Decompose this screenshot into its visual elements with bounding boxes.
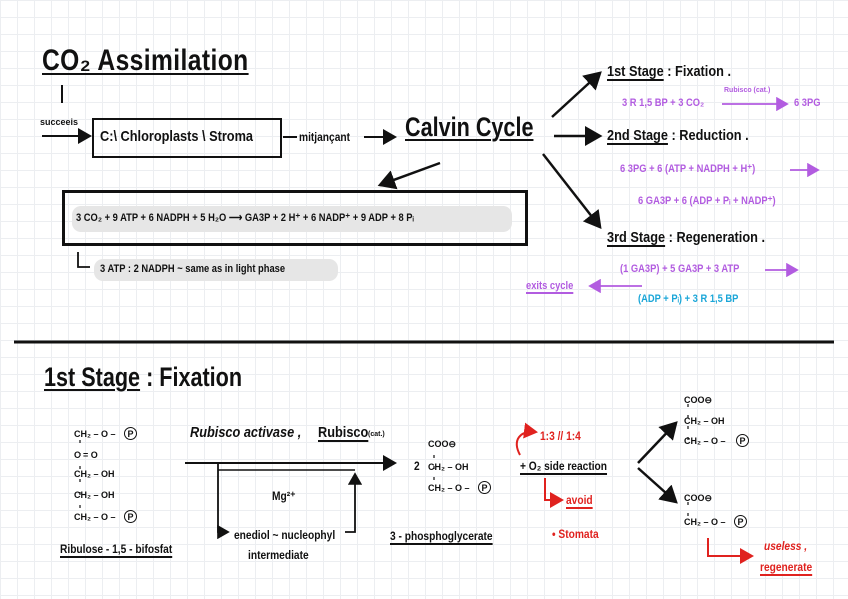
stage3-name: : Regeneration . bbox=[668, 229, 766, 246]
fixation-heading-name: : Fixation bbox=[146, 362, 243, 392]
intermediate-loop bbox=[217, 463, 230, 540]
enzyme-activase: Rubisco activase , bbox=[190, 424, 302, 441]
ratio-curve-arrow bbox=[515, 422, 538, 456]
prod1-line-2: CH₂ – OH bbox=[684, 416, 725, 426]
phosphate-icon: P bbox=[124, 427, 137, 440]
o2-reaction: + O₂ side reaction bbox=[520, 459, 608, 473]
succeeds-label: succeeis bbox=[40, 117, 79, 127]
rubp-line-2: C = O bbox=[74, 450, 98, 460]
mg-ion: Mg²⁺ bbox=[272, 489, 296, 503]
stage2-title: 2nd Stage bbox=[607, 127, 668, 144]
pg-line-2: CH₂ – O – bbox=[428, 483, 470, 493]
stomata-label: • Stomata bbox=[552, 527, 599, 541]
pg-coo: COO⊖ bbox=[428, 439, 457, 449]
rubp-name: Ribulose - 1,5 - bifosfat bbox=[60, 542, 173, 556]
ratio-note: 3 ATP : 2 NADPH ~ same as in light phase bbox=[100, 263, 286, 275]
calvin-to-equation-arrow bbox=[377, 161, 441, 190]
chloroplast-path: C:\ Chloroplasts \ Stroma bbox=[100, 128, 254, 145]
avoid-arrow bbox=[544, 478, 564, 508]
split-down-arrow bbox=[637, 467, 678, 504]
stage2-name: : Reduction . bbox=[671, 127, 749, 144]
calvin-to-s3-arrow bbox=[542, 153, 602, 229]
phosphate-icon: P bbox=[734, 515, 747, 528]
enzyme-catalyst: (cat.) bbox=[368, 431, 385, 438]
overall-equation: 3 CO₂ + 9 ATP + 6 NADPH + 5 H₂O ⟶ GA3P +… bbox=[76, 212, 414, 224]
fixation-heading: 1st Stage : Fixation bbox=[44, 364, 242, 391]
stage2-label: 2nd Stage : Reduction . bbox=[607, 128, 749, 143]
main-title: CO₂ Assimilation bbox=[42, 44, 249, 77]
stage2-eq1: 6 3PG + 6 (ATP + NADPH + H⁺) bbox=[620, 163, 756, 175]
rubp-line-1: CH₂ – O – bbox=[74, 429, 116, 439]
chloroplast-box bbox=[92, 118, 282, 158]
intermediate-line-1: enediol ~ nucleophyl bbox=[234, 528, 336, 542]
ratio-label: 1:3 // 1:4 bbox=[540, 429, 581, 443]
enzyme-rubisco: Rubisco bbox=[318, 424, 369, 441]
equation-box bbox=[62, 190, 528, 246]
stage3-exits: exits cycle bbox=[526, 280, 574, 292]
phosphate-icon: P bbox=[478, 481, 491, 494]
stage1-eq-right: 6 3PG bbox=[794, 97, 821, 109]
split-up-arrow bbox=[637, 421, 678, 464]
prod1-line-1: COO⊖ bbox=[684, 395, 713, 405]
mitjancant-label: mitjançant bbox=[299, 130, 351, 144]
stage1-name: : Fixation . bbox=[667, 63, 731, 80]
pg-line-1: CH₂ – OH bbox=[428, 462, 469, 472]
phosphate-icon: P bbox=[124, 510, 137, 523]
pg-name: 3 - phosphoglycerate bbox=[390, 529, 493, 543]
stage3-label: 3rd Stage : Regeneration . bbox=[607, 230, 765, 245]
calvin-to-s1-arrow bbox=[551, 71, 602, 118]
useless-arrow bbox=[707, 538, 754, 564]
rubp-line-5: CH₂ – O – bbox=[74, 512, 116, 522]
stage3-eq2: (ADP + Pᵢ) + 3 R 1,5 BP bbox=[638, 293, 739, 305]
rubp-line-4: CH₂ – OH bbox=[74, 490, 115, 500]
note-connector bbox=[77, 252, 90, 268]
ratio-highlight bbox=[94, 259, 338, 281]
intermediate-line-2: intermediate bbox=[248, 548, 309, 562]
useless-label: useless , bbox=[764, 539, 808, 553]
avoid-label: avoid bbox=[566, 493, 593, 507]
stage1-label: 1st Stage : Fixation . bbox=[607, 64, 731, 79]
stage2-eq2: 6 GA3P + 6 (ADP + Pᵢ + NADP⁺) bbox=[638, 195, 776, 207]
phosphate-icon: P bbox=[736, 434, 749, 447]
stage1-title: 1st Stage bbox=[607, 63, 664, 80]
prod2-line-2: CH₂ – O – bbox=[684, 517, 726, 527]
prod1-line-3: CH₂ – O – bbox=[684, 436, 726, 446]
pg-coefficient: 2 bbox=[414, 459, 420, 473]
stage1-eq-left: 3 R 1,5 BP + 3 CO₂ bbox=[622, 97, 705, 109]
fixation-heading-title: 1st Stage bbox=[44, 362, 141, 392]
rubp-line-3: CH₂ – OH bbox=[74, 469, 115, 479]
stage3-eq1: (1 GA3P) + 5 GA3P + 3 ATP bbox=[620, 263, 740, 275]
prod2-line-1: COO⊖ bbox=[684, 493, 713, 503]
calvin-cycle-title: Calvin Cycle bbox=[405, 112, 534, 142]
stage3-title: 3rd Stage bbox=[607, 229, 666, 246]
intermediate-return bbox=[345, 472, 363, 533]
stage1-catalyst: Rubisco (cat.) bbox=[724, 87, 771, 94]
equation-highlight bbox=[72, 206, 512, 232]
regenerate-label: regenerate bbox=[760, 560, 813, 574]
